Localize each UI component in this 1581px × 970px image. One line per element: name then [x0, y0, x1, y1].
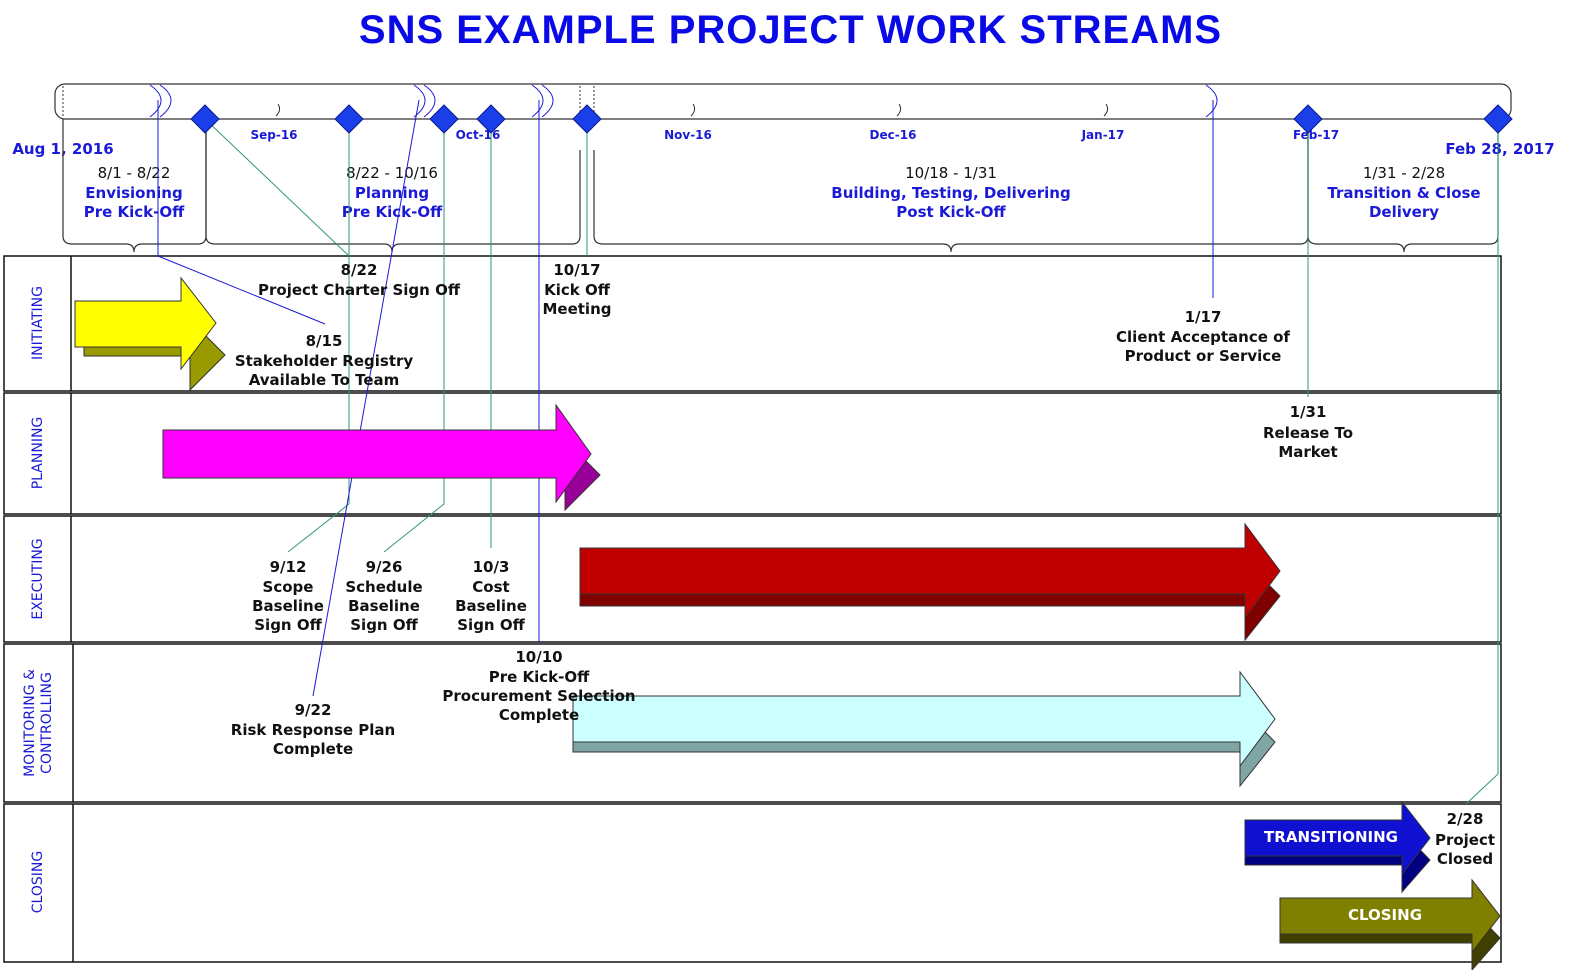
- planning-arrow: [162, 403, 601, 512]
- svg-text:Pre Kick-Off: Pre Kick-Off: [489, 668, 590, 686]
- timeline: [54, 83, 1512, 120]
- svg-text:Meeting: Meeting: [542, 300, 611, 318]
- milestone-diamond-icon: [1293, 104, 1323, 134]
- svg-text:Sign Off: Sign Off: [350, 616, 418, 634]
- svg-text:Complete: Complete: [499, 706, 579, 724]
- svg-text:9/22: 9/22: [295, 701, 332, 719]
- lane-label-planning: PLANNING: [30, 417, 46, 490]
- svg-text:8/22: 8/22: [341, 261, 378, 279]
- milestone-diamond-icon: [190, 104, 220, 134]
- milestone-diamond-icon: [476, 104, 506, 134]
- svg-text:Sign Off: Sign Off: [254, 616, 322, 634]
- svg-text:Release To: Release To: [1263, 424, 1353, 442]
- svg-text:Project Charter Sign Off: Project Charter Sign Off: [258, 281, 461, 299]
- month-label-feb: Feb-17: [1293, 128, 1339, 142]
- svg-text:Stakeholder Registry: Stakeholder Registry: [235, 352, 414, 370]
- lane-label-initiating: INITIATING: [30, 286, 46, 360]
- milestone-diamond-icon: [572, 104, 602, 134]
- executing-arrow: [579, 522, 1281, 642]
- svg-text:Schedule: Schedule: [345, 578, 422, 596]
- phase-name-line2: Delivery: [1369, 203, 1439, 221]
- phase-building: 10/18 - 1/31 Building, Testing, Deliveri…: [831, 164, 1070, 221]
- milestone-acceptance: 1/17 Client Acceptance of Product or Ser…: [1116, 308, 1290, 365]
- swimlane-grid: [3, 255, 1502, 963]
- timeline-bar: [54, 83, 1512, 120]
- svg-text:Baseline: Baseline: [252, 597, 324, 615]
- month-label-jan: Jan-17: [1081, 128, 1125, 142]
- svg-text:8/15: 8/15: [306, 332, 343, 350]
- phase-name: Planning: [355, 184, 429, 202]
- lane-label-monitoring: MONITORING &: [22, 669, 38, 777]
- closing-arrow: CLOSING: [1279, 878, 1501, 970]
- milestone-release: 1/31 Release To Market: [1263, 403, 1353, 461]
- closing-bar-label: CLOSING: [1348, 906, 1422, 924]
- svg-text:Kick Off: Kick Off: [544, 281, 611, 299]
- milestone-closed: 2/28 Project Closed: [1435, 810, 1495, 868]
- month-label-sep: Sep-16: [250, 128, 297, 142]
- svg-text:Market: Market: [1278, 443, 1337, 461]
- svg-text:Complete: Complete: [273, 740, 353, 758]
- phase-dates: 10/18 - 1/31: [905, 164, 997, 182]
- phase-dates: 1/31 - 2/28: [1363, 164, 1445, 182]
- milestone-scope: 9/12 Scope Baseline Sign Off: [252, 558, 324, 634]
- milestone-charter: 8/22 Project Charter Sign Off: [258, 261, 461, 299]
- phase-transition: 1/31 - 2/28 Transition & Close Delivery: [1327, 164, 1480, 221]
- milestone-diamond-icon: [1483, 104, 1513, 134]
- month-label-dec: Dec-16: [870, 128, 917, 142]
- transitioning-arrow: TRANSITIONING: [1244, 800, 1431, 894]
- svg-text:9/26: 9/26: [366, 558, 403, 576]
- timeline-end-label: Feb 28, 2017: [1445, 140, 1554, 158]
- phase-dates: 8/1 - 8/22: [98, 164, 171, 182]
- milestone-diamond-icon: [429, 104, 459, 134]
- lane-label-closing: CLOSING: [30, 851, 46, 913]
- svg-text:2/28: 2/28: [1447, 810, 1484, 828]
- milestone-kickoff: 10/17 Kick Off Meeting: [542, 261, 611, 318]
- milestone-stakeholder: 8/15 Stakeholder Registry Available To T…: [235, 332, 414, 389]
- svg-text:Closed: Closed: [1437, 850, 1493, 868]
- lane-label-executing: EXECUTING: [30, 538, 46, 619]
- initiating-arrow: [74, 276, 226, 392]
- milestone-diamonds: [190, 104, 1513, 134]
- phase-name-line2: Pre Kick-Off: [84, 203, 185, 221]
- lane-label-controlling: CONTROLLING: [39, 672, 55, 774]
- phase-name-line2: Post Kick-Off: [896, 203, 1006, 221]
- milestone-schedule: 9/26 Schedule Baseline Sign Off: [345, 558, 422, 634]
- svg-text:Project: Project: [1435, 831, 1495, 849]
- milestone-diamond-icon: [334, 104, 364, 134]
- svg-text:Risk Response Plan: Risk Response Plan: [231, 721, 395, 739]
- svg-text:Baseline: Baseline: [348, 597, 420, 615]
- phase-name-line2: Pre Kick-Off: [342, 203, 443, 221]
- svg-text:Baseline: Baseline: [455, 597, 527, 615]
- svg-text:Cost: Cost: [472, 578, 509, 596]
- svg-text:1/31: 1/31: [1290, 403, 1327, 421]
- phase-name: Building, Testing, Delivering: [831, 184, 1070, 202]
- svg-text:Scope: Scope: [263, 578, 314, 596]
- svg-text:Product or Service: Product or Service: [1125, 347, 1282, 365]
- phase-envisioning: 8/1 - 8/22 Envisioning Pre Kick-Off: [84, 164, 185, 221]
- month-label-nov: Nov-16: [664, 128, 712, 142]
- page-title: SNS EXAMPLE PROJECT WORK STREAMS: [358, 8, 1223, 52]
- transitioning-bar-label: TRANSITIONING: [1264, 828, 1398, 846]
- phase-planning: 8/22 - 10/16 Planning Pre Kick-Off: [342, 164, 443, 221]
- svg-text:Client Acceptance of: Client Acceptance of: [1116, 328, 1290, 346]
- svg-text:1/17: 1/17: [1185, 308, 1222, 326]
- milestone-cost: 10/3 Cost Baseline Sign Off: [455, 558, 527, 634]
- svg-text:Available To Team: Available To Team: [249, 371, 400, 389]
- svg-text:Sign Off: Sign Off: [457, 616, 525, 634]
- phase-name: Envisioning: [85, 184, 182, 202]
- milestone-procurement: 10/10 Pre Kick-Off Procurement Selection…: [442, 648, 635, 724]
- svg-text:10/17: 10/17: [553, 261, 600, 279]
- connector-lines: [157, 99, 1499, 805]
- svg-text:Procurement Selection: Procurement Selection: [442, 687, 635, 705]
- milestone-risk: 9/22 Risk Response Plan Complete: [231, 701, 395, 758]
- svg-text:10/10: 10/10: [515, 648, 562, 666]
- svg-text:9/12: 9/12: [270, 558, 307, 576]
- phase-name: Transition & Close: [1327, 184, 1480, 202]
- svg-text:10/3: 10/3: [473, 558, 510, 576]
- phase-dates: 8/22 - 10/16: [346, 164, 438, 182]
- monitoring-arrow: [572, 670, 1276, 788]
